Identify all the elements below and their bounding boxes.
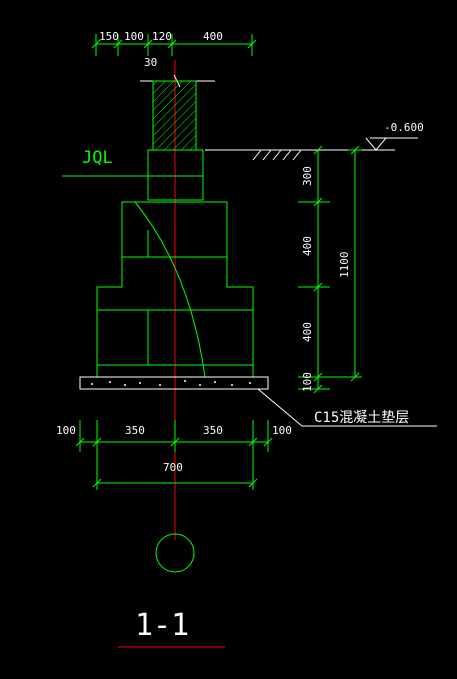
right-dim-400-lower: 400 <box>301 322 314 342</box>
section-title: 1-1 <box>135 608 189 643</box>
top-dim-offset-30: 30 <box>144 56 157 69</box>
concrete-cushion <box>79 376 269 390</box>
right-dim-1100: 1100 <box>338 252 351 279</box>
stepped-foundation <box>96 201 254 378</box>
axis-bubble <box>155 533 195 573</box>
ground-beam: JQL <box>62 148 204 201</box>
right-dim-400-upper: 400 <box>301 236 314 256</box>
ground-line <box>205 149 395 161</box>
cushion-label: C15混凝土垫层 <box>314 410 409 426</box>
top-dim-100: 100 <box>124 30 144 43</box>
beam-label: JQL <box>82 148 113 168</box>
right-dim-100: 100 <box>301 372 314 392</box>
top-dim-400: 400 <box>203 30 223 43</box>
wall-section <box>140 74 215 151</box>
bottom-dim-left-ext: 100 <box>56 424 76 437</box>
bottom-dim-left-half: 350 <box>125 424 145 437</box>
cushion-leader: C15混凝土垫层 <box>257 388 437 427</box>
top-dim-150: 150 <box>99 30 119 43</box>
bottom-dim-total: 700 <box>163 461 183 474</box>
bottom-dim-right-half: 350 <box>203 424 223 437</box>
right-dimensions: 300 400 400 100 1100 <box>298 145 362 394</box>
right-dim-300: 300 <box>301 166 314 186</box>
top-dimension: 150 100 120 400 30 <box>91 30 257 69</box>
section-title-block: 1-1 <box>118 608 225 648</box>
bottom-dim-right-ext: 100 <box>272 424 292 437</box>
elevation-mark: -0.600 <box>365 121 424 151</box>
elevation-label: -0.600 <box>384 121 424 134</box>
top-dim-120: 120 <box>152 30 172 43</box>
bottom-dimensions: 100 350 350 100 700 <box>56 420 292 490</box>
